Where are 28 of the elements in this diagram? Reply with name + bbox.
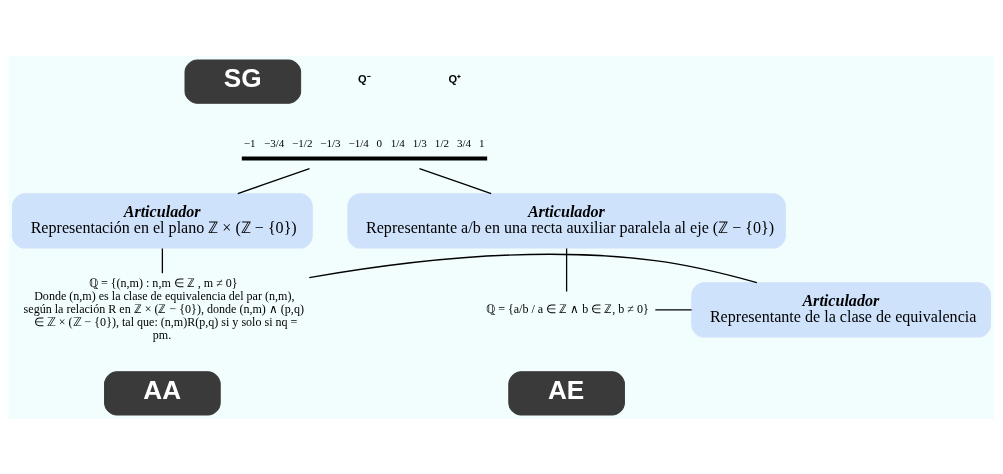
connector [654,308,693,311]
node-box: AA [104,370,221,415]
node-label: 1/4 [390,136,405,149]
label: Q⁻ [357,72,371,85]
node-label: −1/4 [348,136,369,149]
connector [565,247,568,292]
node-label: 0 [376,136,383,149]
connector [161,247,164,274]
node-label: 1 [479,136,485,149]
label: Q⁺ [448,72,462,85]
node-label: −1/3 [320,136,341,149]
node-box: AE [508,370,625,415]
node-box: Articulador Representación en el plano ℤ × (ℤ − {0}) [12,192,313,249]
node-label: −3/4 [263,136,285,149]
node-label: 1/3 [412,136,427,149]
node-text: ℚ = {a/b / a ∈ ℤ ∧ b ∈ ℤ, b ≠ 0} [486,301,649,316]
connector [237,167,311,194]
node-box [241,156,488,161]
node-label: −1 [243,136,256,149]
node-label: 1/2 [434,136,450,149]
node-box: Articulador Representante de la clase de equivalencia [691,281,991,338]
node-box: SG [184,59,302,104]
node-label: −1/2 [292,136,313,149]
node-box: Articulador Representante a/b en una recta auxiliar paralela al eje (ℤ − {0}) [347,192,786,249]
node-label: 3/4 [457,136,472,149]
connector [418,167,492,194]
node-text: ℚ = {(n,m) : n,m ∈ ℤ , m ≠ 0} Donde (n,m) es la clase de equivalencia del par (n,m), según la relación R en ℤ × (ℤ − {0}), donde (n,m) ∧ (p,q) ∈ ℤ × (ℤ − {0}), tal que: (n,m)R(p,q) si y solo si nq = pm. [23,275,304,342]
connector [308,253,758,283]
